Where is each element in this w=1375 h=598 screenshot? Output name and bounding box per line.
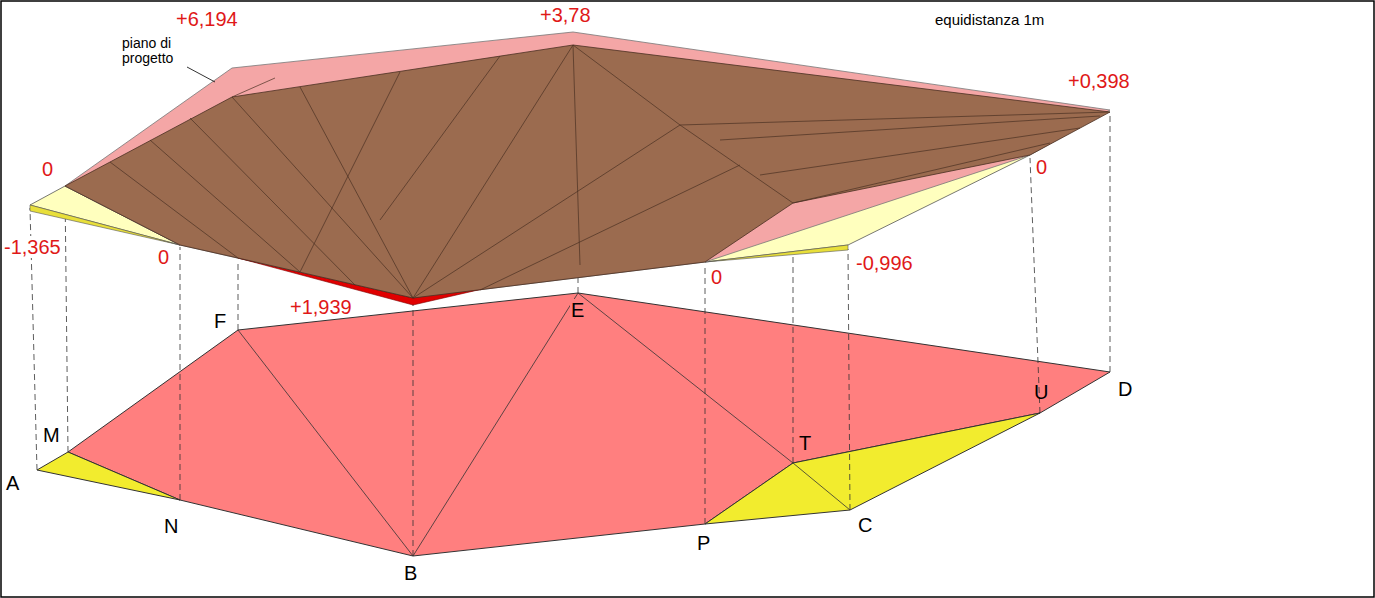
edge-line: [238, 330, 413, 556]
terrain-line: [232, 78, 275, 97]
terrain-line: [413, 125, 680, 298]
terrain-line: [760, 128, 1080, 175]
point-letter: A: [6, 472, 19, 494]
terrain-line: [793, 143, 1050, 203]
edge-line: [413, 293, 578, 556]
elevation-value: +0,398: [1068, 70, 1130, 92]
point-letter: N: [164, 515, 178, 537]
plan-area: [68, 293, 1110, 556]
point-letter: P: [697, 532, 710, 554]
point-letter: B: [404, 562, 417, 584]
terrain-line: [413, 45, 573, 298]
terrain-lines: [110, 45, 1110, 298]
projection-line: [705, 264, 706, 524]
terrain-line: [680, 112, 1110, 125]
projection-line: [238, 260, 239, 330]
design-plane: [65, 32, 1110, 298]
terrain-surface: [65, 45, 1110, 298]
terrain-line: [300, 87, 413, 298]
elevation-value: +6,194: [176, 8, 238, 30]
terrain-line: [720, 116, 1100, 140]
terrain-line: [110, 162, 238, 258]
point-letter: M: [43, 424, 60, 446]
triangulation-lines: [238, 293, 850, 556]
terrain-line: [480, 165, 740, 290]
point-letter: C: [858, 514, 872, 536]
terrain-line: [573, 45, 793, 203]
elevation-value: 0: [1036, 156, 1047, 178]
terrain-line: [573, 45, 580, 265]
elevation-value: 0: [711, 266, 722, 288]
point-letter: D: [1118, 378, 1132, 400]
elevation-value: 0: [42, 158, 53, 180]
fill-area: [705, 413, 1040, 524]
elevation-value: 0: [158, 246, 169, 268]
edge-line: [793, 463, 850, 510]
point-letter: T: [799, 432, 811, 454]
elevation-value: +1,939: [290, 296, 352, 318]
projection-line: [1110, 114, 1111, 372]
projection-line: [65, 189, 68, 452]
projection-line: [1030, 158, 1040, 413]
point-letter: F: [214, 310, 226, 332]
projection-line: [180, 247, 181, 500]
elevation-value: +3,78: [540, 4, 591, 26]
point-letter: E: [570, 299, 585, 321]
projection-line: [848, 249, 850, 510]
plane-label: piano di progetto: [122, 36, 194, 67]
terrain-line: [300, 72, 400, 272]
terrain-line: [232, 97, 413, 298]
point-letter: U: [1034, 381, 1048, 403]
projection-line: [413, 304, 414, 556]
contour-note: equidistanza 1m: [935, 12, 1044, 29]
terrain-line: [150, 140, 300, 272]
leader-line: [187, 67, 215, 82]
edge-line: [578, 293, 793, 463]
elevation-value: -0,996: [856, 252, 913, 274]
terrain-line: [380, 56, 500, 220]
elevation-value: -1,365: [3, 236, 62, 258]
fill-area: [37, 452, 180, 500]
